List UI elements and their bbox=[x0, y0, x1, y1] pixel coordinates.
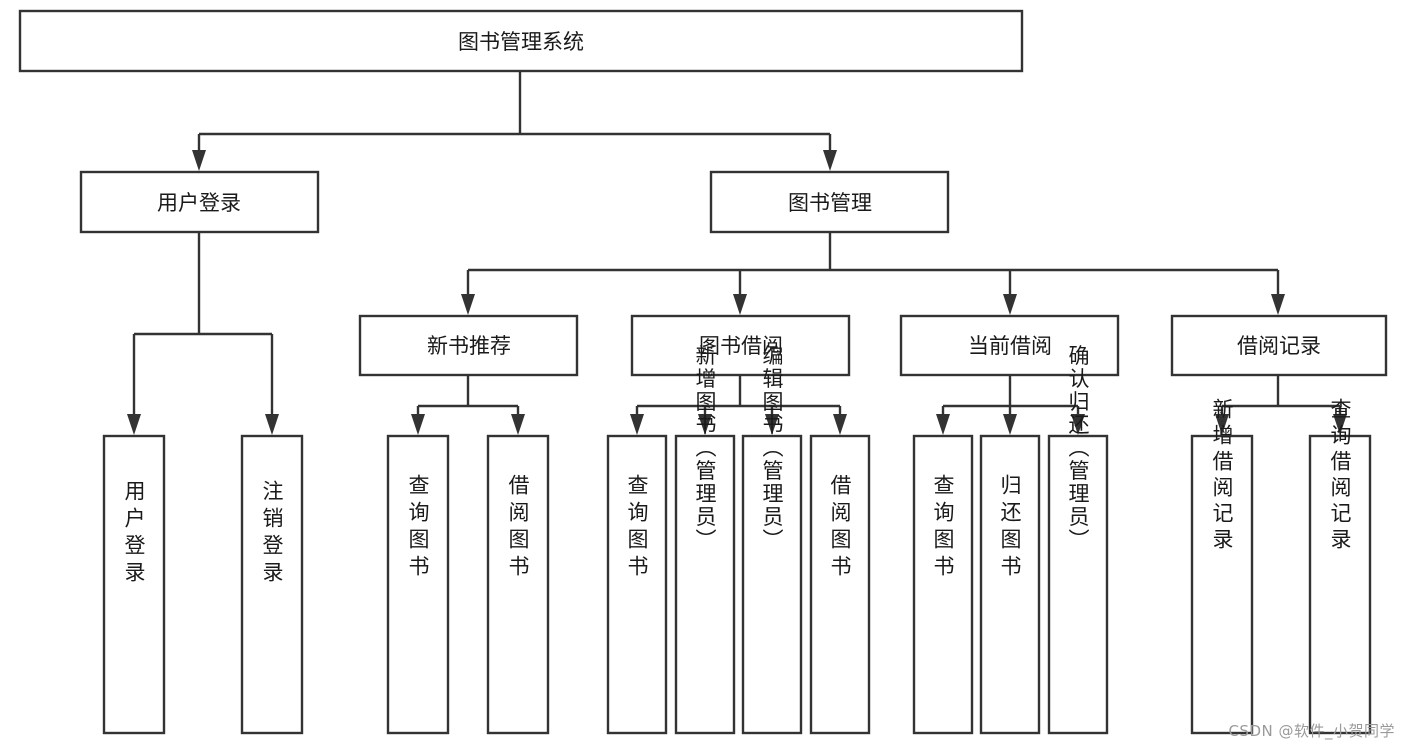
arrowhead-current-borrow bbox=[1003, 294, 1017, 315]
arrowhead-leaf-query-book-2 bbox=[630, 414, 644, 435]
node-leaf-query-record[interactable]: 查询借阅记录 bbox=[1308, 398, 1372, 735]
arrowhead-leaf-query-book-1 bbox=[411, 414, 425, 435]
arrowhead-book-borrow bbox=[733, 294, 747, 315]
arrowhead-borrow-record bbox=[1271, 294, 1285, 315]
node-leaf-user-logout[interactable]: 注销登录 bbox=[240, 434, 304, 735]
node-book-borrow[interactable]: 图书借阅 bbox=[630, 314, 851, 377]
arrowhead-user-login bbox=[192, 150, 206, 171]
node-leaf-query-record-label: 查询借阅记录 bbox=[1328, 398, 1352, 554]
arrowhead-leaf-add-book bbox=[698, 414, 712, 435]
node-book-manage-label: 图书管理 bbox=[788, 191, 872, 215]
node-leaf-edit-book[interactable]: 编辑图书（管理员） bbox=[741, 345, 803, 735]
node-book-manage[interactable]: 图书管理 bbox=[709, 170, 950, 234]
node-leaf-query-book-1-label: 查询图书 bbox=[406, 474, 430, 582]
node-current-borrow[interactable]: 当前借阅 bbox=[899, 314, 1120, 377]
node-root[interactable]: 图书管理系统 bbox=[18, 9, 1024, 73]
node-leaf-borrow-book-1-label: 借阅图书 bbox=[506, 474, 530, 582]
node-leaf-add-record[interactable]: 新增借阅记录 bbox=[1190, 398, 1254, 735]
arrowhead-book-manage bbox=[823, 150, 837, 171]
node-root-box[interactable] bbox=[18, 9, 1024, 73]
node-leaf-borrow-book-2-box[interactable] bbox=[809, 434, 871, 735]
node-leaf-add-book-label: 新增图书（管理员） bbox=[693, 345, 717, 552]
node-leaf-query-book-3[interactable]: 查询图书 bbox=[912, 434, 974, 735]
node-borrow-record-box[interactable] bbox=[1170, 314, 1388, 377]
node-leaf-borrow-book-2-label: 借阅图书 bbox=[828, 474, 852, 582]
node-root-label: 图书管理系统 bbox=[458, 30, 584, 54]
connector-layer bbox=[127, 71, 1347, 435]
node-leaf-query-record-box[interactable] bbox=[1308, 434, 1372, 735]
node-current-borrow-box[interactable] bbox=[899, 314, 1120, 377]
node-leaf-borrow-book-1-box[interactable] bbox=[486, 434, 550, 735]
node-leaf-add-book-box[interactable] bbox=[674, 434, 736, 735]
node-leaf-return-book-label: 归还图书 bbox=[998, 474, 1022, 582]
node-book-borrow-box[interactable] bbox=[630, 314, 851, 377]
arrowhead-leaf-user-login bbox=[127, 414, 141, 435]
node-leaf-query-book-2-box[interactable] bbox=[606, 434, 668, 735]
node-leaf-query-book-3-box[interactable] bbox=[912, 434, 974, 735]
node-leaf-borrow-book-1[interactable]: 借阅图书 bbox=[486, 434, 550, 735]
arrowhead-leaf-add-record bbox=[1215, 414, 1229, 435]
node-user-login-box[interactable] bbox=[79, 170, 320, 234]
node-leaf-return-book-box[interactable] bbox=[979, 434, 1041, 735]
arrowhead-leaf-borrow-book-1 bbox=[511, 414, 525, 435]
node-leaf-confirm-return-label: 确认归还（管理员） bbox=[1066, 345, 1090, 552]
node-book-borrow-label: 图书借阅 bbox=[699, 334, 783, 358]
arrowhead-new-book-rec bbox=[461, 294, 475, 315]
node-leaf-user-login-label: 用户登录 bbox=[122, 480, 146, 588]
node-current-borrow-label: 当前借阅 bbox=[968, 334, 1052, 358]
arrowhead-leaf-query-record bbox=[1333, 414, 1347, 435]
node-leaf-query-book-2[interactable]: 查询图书 bbox=[606, 434, 668, 735]
arrowhead-leaf-user-logout bbox=[265, 414, 279, 435]
arrowhead-leaf-edit-book bbox=[765, 414, 779, 435]
node-leaf-user-login-box[interactable] bbox=[102, 434, 166, 735]
node-user-login-label: 用户登录 bbox=[157, 191, 241, 215]
node-leaf-query-book-1-box[interactable] bbox=[386, 434, 450, 735]
node-user-login[interactable]: 用户登录 bbox=[79, 170, 320, 234]
node-leaf-confirm-return[interactable]: 确认归还（管理员） bbox=[1047, 345, 1109, 735]
arrowhead-leaf-borrow-book-2 bbox=[833, 414, 847, 435]
node-leaf-add-record-box[interactable] bbox=[1190, 434, 1254, 735]
arrowhead-leaf-confirm-return bbox=[1071, 414, 1085, 435]
arrowhead-leaf-query-book-3 bbox=[936, 414, 950, 435]
node-leaf-user-logout-label: 注销登录 bbox=[260, 480, 284, 588]
node-leaf-confirm-return-box[interactable] bbox=[1047, 434, 1109, 735]
node-leaf-user-login[interactable]: 用户登录 bbox=[102, 434, 166, 735]
node-leaf-query-book-1[interactable]: 查询图书 bbox=[386, 434, 450, 735]
node-leaf-edit-book-label: 编辑图书（管理员） bbox=[760, 345, 784, 552]
node-leaf-return-book[interactable]: 归还图书 bbox=[979, 434, 1041, 735]
node-borrow-record[interactable]: 借阅记录 bbox=[1170, 314, 1388, 377]
node-book-manage-box[interactable] bbox=[709, 170, 950, 234]
arrowhead-leaf-return-book bbox=[1003, 414, 1017, 435]
node-leaf-user-logout-box[interactable] bbox=[240, 434, 304, 735]
node-leaf-add-record-label: 新增借阅记录 bbox=[1210, 398, 1234, 554]
node-new-book-recommend-box[interactable] bbox=[358, 314, 579, 377]
node-new-book-recommend-label: 新书推荐 bbox=[427, 334, 511, 358]
node-new-book-recommend[interactable]: 新书推荐 bbox=[358, 314, 579, 377]
node-borrow-record-label: 借阅记录 bbox=[1237, 334, 1321, 358]
node-leaf-query-book-2-label: 查询图书 bbox=[625, 474, 649, 582]
node-leaf-borrow-book-2[interactable]: 借阅图书 bbox=[809, 434, 871, 735]
node-leaf-edit-book-box[interactable] bbox=[741, 434, 803, 735]
node-leaf-query-book-3-label: 查询图书 bbox=[931, 474, 955, 582]
node-leaf-add-book[interactable]: 新增图书（管理员） bbox=[674, 345, 736, 735]
